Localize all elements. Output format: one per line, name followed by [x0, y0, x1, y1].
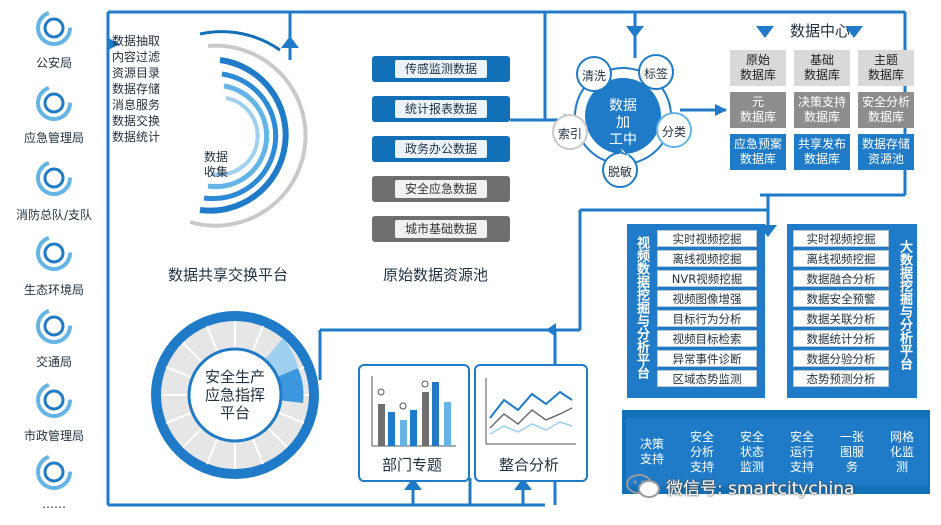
application-cell[interactable]: 安全分析支持	[676, 418, 728, 486]
processing-node[interactable]: 脱敏	[607, 165, 632, 179]
bigdata-mining-item[interactable]: 数据统计分析	[793, 330, 889, 347]
exchange-center-label: 数据 收集	[203, 150, 228, 179]
video-mining-title: 视频数据挖掘与分析平台	[634, 236, 649, 379]
database-cell[interactable]: 基础数据库	[794, 50, 850, 86]
integrated-analysis-card[interactable]	[474, 364, 588, 482]
exchange-platform-title: 数据共享交换平台	[168, 266, 289, 284]
command-platform-title: 安全生产 应急指挥 平台	[204, 368, 265, 422]
database-cell[interactable]: 应急预案数据库	[730, 134, 786, 170]
pool-item[interactable]: 传感监测数据	[372, 56, 510, 82]
video-mining-item[interactable]: 目标行为分析	[657, 310, 757, 327]
service-item: 数据交换	[112, 114, 161, 128]
department-label[interactable]: 市政管理局	[23, 429, 84, 443]
department-label[interactable]: 生态环境局	[23, 283, 84, 297]
bigdata-mining-item[interactable]: 实时视频挖掘	[793, 230, 889, 247]
department-icon	[36, 235, 72, 271]
processing-node[interactable]: 索引	[557, 127, 582, 141]
exchange-rings	[189, 30, 308, 228]
pool-item[interactable]: 统计报表数据	[372, 96, 510, 122]
bigdata-mining-title: 大数据挖掘与分析平台	[897, 240, 912, 370]
wechat-icon	[626, 474, 660, 498]
department-icon	[36, 308, 72, 344]
integrated-analysis-chart-icon	[485, 378, 576, 445]
database-cell[interactable]: 安全分析数据库	[858, 92, 914, 128]
data-center-title: 数据中心	[790, 22, 851, 40]
department-icon	[36, 382, 72, 418]
video-mining-item[interactable]: NVR视频挖掘	[657, 270, 757, 287]
processing-center-graphic	[552, 54, 692, 188]
service-item: 数据抽取	[112, 34, 161, 48]
watermark-text: 微信号: smartcitychina	[666, 479, 855, 499]
pool-item[interactable]: 安全应急数据	[372, 176, 510, 202]
video-mining-item[interactable]: 视频目标检索	[657, 330, 757, 347]
department-icon	[36, 160, 72, 196]
database-cell[interactable]: 数据存储资源池	[858, 134, 914, 170]
service-item: 消息服务	[112, 98, 161, 112]
service-item: 资源目录	[112, 66, 161, 80]
raw-pool-title: 原始数据资源池	[383, 266, 489, 284]
department-icon	[36, 10, 72, 46]
application-cell[interactable]: 一张图服务	[826, 418, 878, 486]
processing-node[interactable]: 标签	[643, 67, 668, 81]
bigdata-mining-item[interactable]: 数据分验分析	[793, 350, 889, 367]
application-cell[interactable]: 安全状态监测	[726, 418, 778, 486]
processing-node[interactable]: 分类	[661, 125, 686, 139]
video-mining-item[interactable]: 异常事件诊断	[657, 350, 757, 367]
service-item: 数据统计	[112, 130, 161, 144]
department-icon	[36, 85, 72, 121]
department-label[interactable]: 交通局	[35, 355, 72, 369]
dept-topics-title: 部门专题	[381, 456, 442, 474]
dept-topics-chart-icon	[371, 376, 456, 447]
application-cell[interactable]: 网格化监测	[876, 418, 928, 486]
database-cell[interactable]: 决策支持数据库	[794, 92, 850, 128]
video-mining-item[interactable]: 离线视频挖掘	[657, 250, 757, 267]
pool-item[interactable]: 政务办公数据	[372, 136, 510, 162]
database-cell[interactable]: 原始数据库	[730, 50, 786, 86]
application-cell[interactable]: 安全运行支持	[776, 418, 828, 486]
processing-center-title: 数据加 工中心	[609, 98, 637, 165]
database-cell[interactable]: 共享发布数据库	[794, 134, 850, 170]
processing-node[interactable]: 清洗	[581, 69, 606, 83]
bigdata-mining-item[interactable]: 态势预测分析	[793, 370, 889, 387]
department-label[interactable]: 消防总队/支队	[15, 208, 93, 222]
video-mining-item[interactable]: 实时视频挖掘	[657, 230, 757, 247]
department-label[interactable]: 应急管理局	[23, 131, 84, 145]
department-label-more: ……	[42, 497, 66, 511]
database-cell[interactable]: 元数据库	[730, 92, 786, 128]
integrated-analysis-title: 整合分析	[498, 456, 559, 474]
bigdata-mining-item[interactable]: 数据安全预警	[793, 290, 889, 307]
service-item: 内容过滤	[112, 50, 161, 64]
video-mining-item[interactable]: 视频图像增强	[657, 290, 757, 307]
database-cell[interactable]: 主题数据库	[858, 50, 914, 86]
service-item: 数据存储	[112, 82, 161, 96]
command-platform-ring	[151, 311, 319, 479]
department-icon	[36, 454, 72, 490]
bigdata-mining-item[interactable]: 离线视频挖掘	[793, 250, 889, 267]
bigdata-mining-item[interactable]: 数据关联分析	[793, 310, 889, 327]
video-mining-item[interactable]: 区域态势监测	[657, 370, 757, 387]
pool-item[interactable]: 城市基础数据	[372, 216, 510, 242]
department-label[interactable]: 公安局	[35, 56, 72, 70]
bigdata-mining-item[interactable]: 数据融合分析	[793, 270, 889, 287]
